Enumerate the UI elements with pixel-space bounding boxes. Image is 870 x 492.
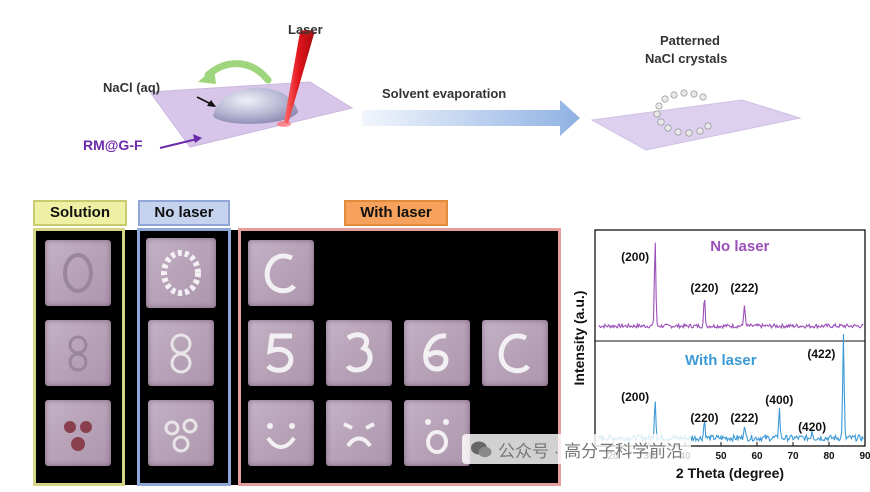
series-name-1: With laser xyxy=(685,352,757,369)
nacl-droplet xyxy=(213,87,298,124)
peak-label-0-1: (220) xyxy=(690,281,718,295)
peak-label-1-2: (222) xyxy=(730,411,758,425)
peak-label-1-4: (420) xyxy=(798,420,826,434)
solution-tile-0 xyxy=(45,240,111,306)
crystal-c-pattern xyxy=(653,89,712,137)
flow-arrow xyxy=(204,60,272,84)
nolaser-frame xyxy=(137,228,231,486)
solution-tag: Solution xyxy=(33,200,127,226)
series-name-0: No laser xyxy=(710,238,769,255)
withlaser-frame xyxy=(238,228,561,486)
nolaser-tile-0 xyxy=(146,238,216,308)
watermark-text: 公众号 · 高分子科学前沿 xyxy=(498,441,684,461)
substrate-label: RM@G-F xyxy=(83,137,143,153)
wechat-icon xyxy=(471,441,492,458)
x-tick-label-4: 60 xyxy=(751,451,763,462)
peak-label-0-0: (200) xyxy=(621,250,649,264)
plot-frame xyxy=(594,229,866,447)
withlaser-tile-surprise xyxy=(404,400,470,466)
process-label: Solvent evaporation xyxy=(382,86,507,101)
result-label-line2: NaCl crystals xyxy=(645,51,728,66)
peak-label-1-3: (400) xyxy=(765,393,793,407)
laser-label: Laser xyxy=(288,22,323,37)
withlaser-tile-smile xyxy=(248,400,314,466)
nolaser-tag: No laser xyxy=(138,200,230,226)
result-label-line1: Patterned xyxy=(660,33,720,48)
withlaser-tile-c xyxy=(482,320,548,386)
x-tick-label-5: 70 xyxy=(787,451,799,462)
withlaser-tile-sad xyxy=(326,400,392,466)
withlaser-tile-3 xyxy=(326,320,392,386)
withlaser-tile-6 xyxy=(404,320,470,386)
withlaser-tag: With laser xyxy=(344,200,448,226)
withlaser-tile-c-top xyxy=(248,240,314,306)
xrd-chart: No laser (200) (220) (222) With laser (200) (2… xyxy=(571,229,870,481)
solution-tile-face xyxy=(45,400,111,466)
process-arrow xyxy=(362,100,580,136)
x-tick-label-3: 50 xyxy=(715,451,727,462)
peak-label-1-0: (200) xyxy=(621,390,649,404)
nacl-label: NaCl (aq) xyxy=(103,80,161,95)
x-tick-label-7: 90 xyxy=(859,451,870,462)
series-line-0 xyxy=(598,242,864,330)
solution-frame xyxy=(33,228,125,486)
peak-label-0-2: (222) xyxy=(730,281,758,295)
laser-beam xyxy=(284,32,314,124)
nolaser-tile-8 xyxy=(148,320,214,386)
x-tick-label-6: 80 xyxy=(823,451,835,462)
withlaser-tile-5 xyxy=(248,320,314,386)
peak-label-1-1: (220) xyxy=(690,411,718,425)
substrate-right xyxy=(590,99,802,151)
x-axis-label: 2 Theta (degree) xyxy=(676,465,784,481)
solution-tile-8 xyxy=(45,320,111,386)
watermark: 公众号 · 高分子科学前沿 xyxy=(462,434,692,464)
process-schematic xyxy=(149,30,802,151)
peak-label-1-5: (422) xyxy=(807,347,835,361)
y-axis-label: Intensity (a.u.) xyxy=(571,291,587,386)
nolaser-tile-face xyxy=(148,400,214,466)
